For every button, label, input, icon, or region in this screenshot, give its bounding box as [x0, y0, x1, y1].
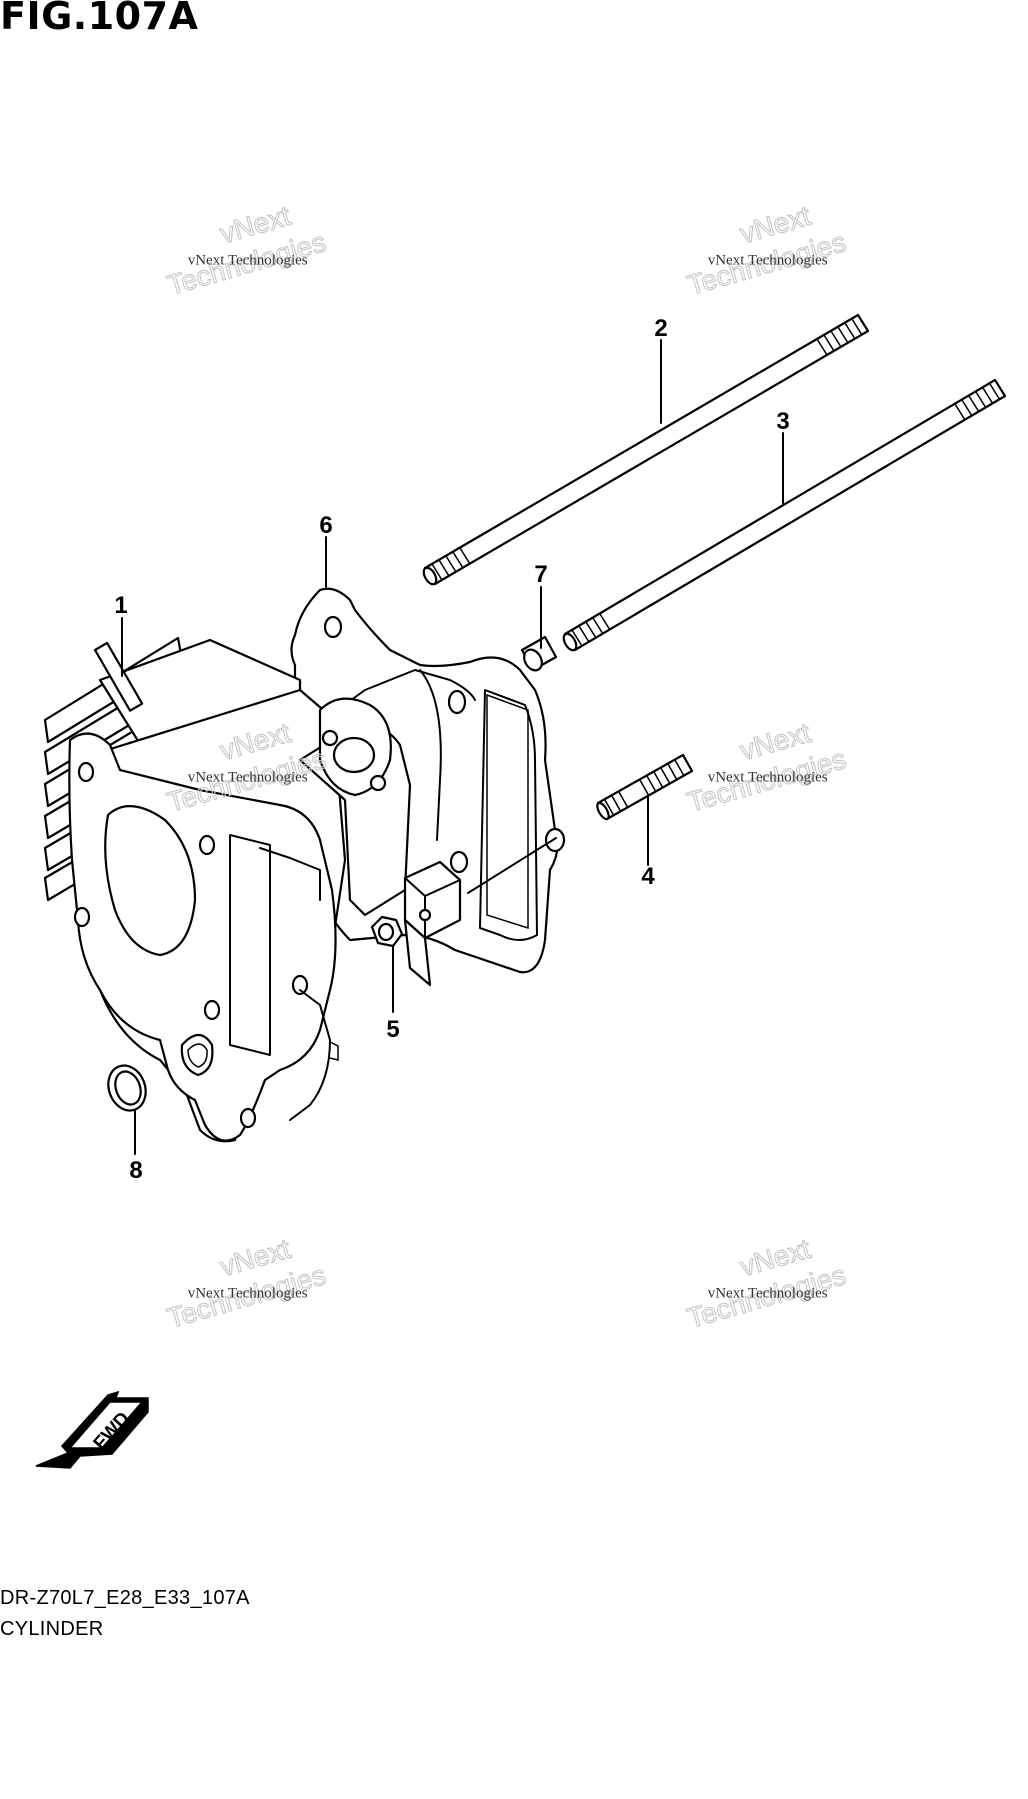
callout-7: 7: [534, 561, 547, 588]
callout-8: 8: [129, 1157, 142, 1184]
part-3-stud-bolt[interactable]: [561, 378, 1007, 652]
part-8-o-ring[interactable]: [102, 1060, 152, 1116]
diagram-code: DR-Z70L7_E28_E33_107A: [0, 1587, 250, 1609]
part-7-dowel-pin[interactable]: [520, 635, 558, 674]
callout-2: 2: [654, 315, 667, 342]
leader-lines: [121, 339, 784, 1155]
svg-text:vNext Technologies: vNext Technologies: [708, 1285, 828, 1301]
watermark-top-left: vNext Technologies vNext Technologies: [163, 199, 330, 301]
svg-text:vNext Technologies: vNext Technologies: [708, 252, 828, 268]
callout-1: 1: [114, 592, 127, 619]
watermark-top-right: vNext Technologies vNext Technologies: [683, 199, 850, 301]
watermark-bottom-left: vNext Technologies vNext Technologies: [163, 1232, 330, 1334]
svg-text:vNext Technologies: vNext Technologies: [188, 252, 308, 268]
callout-6: 6: [319, 512, 332, 539]
part-1-cylinder-block[interactable]: [43, 636, 412, 1143]
callout-4: 4: [641, 863, 655, 890]
part-2-stud-bolt[interactable]: [421, 313, 870, 586]
cylinder-bracket: [403, 860, 462, 987]
callout-3: 3: [776, 408, 789, 435]
part-4-stud[interactable]: [595, 753, 694, 821]
watermark-middle-right: vNext Technologies vNext Technologies: [683, 716, 850, 818]
svg-text:vNext Technologies: vNext Technologies: [188, 769, 308, 785]
forward-direction-arrow: FWD: [35, 1390, 149, 1469]
callout-5: 5: [386, 1016, 399, 1043]
diagram-name: CYLINDER: [0, 1618, 104, 1640]
svg-text:vNext Technologies: vNext Technologies: [188, 1285, 308, 1301]
svg-text:vNext Technologies: vNext Technologies: [708, 769, 828, 785]
callout-numbers: 1 2 3 4 5 6 7 8: [114, 315, 789, 1184]
figure-title: FIG.107A: [0, 0, 199, 38]
part-5-nut[interactable]: [370, 915, 404, 948]
watermark-bottom-right: vNext Technologies vNext Technologies: [683, 1232, 850, 1334]
